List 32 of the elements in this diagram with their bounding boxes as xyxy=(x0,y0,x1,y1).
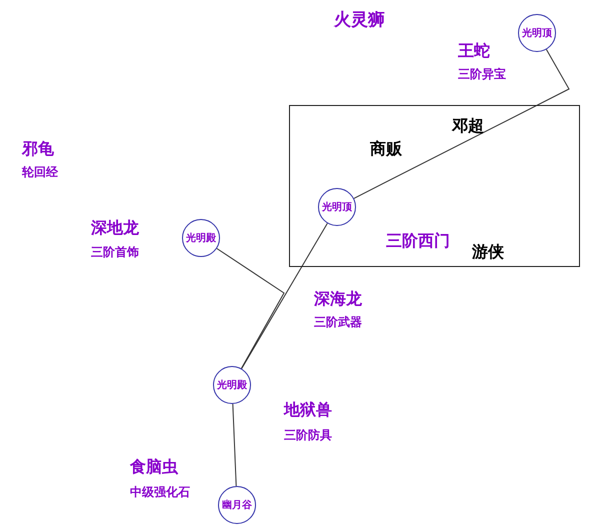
creature-label: 邪龟 xyxy=(22,139,54,160)
node-text: 光明殿 xyxy=(217,378,247,392)
item-label: 三阶异宝 xyxy=(458,66,506,83)
node-text: 光明顶 xyxy=(322,200,352,214)
circle-node xyxy=(182,219,220,257)
item-label: 三阶首饰 xyxy=(91,244,139,261)
node-text: 光明顶 xyxy=(522,26,552,40)
area-text: 游侠 xyxy=(472,242,504,263)
connector-line xyxy=(232,403,237,487)
circle-node xyxy=(218,486,256,524)
creature-label: 深海龙 xyxy=(314,289,362,310)
circle-node xyxy=(518,14,556,52)
item-label: 轮回经 xyxy=(22,164,58,181)
creature-label: 食脑虫 xyxy=(130,457,178,478)
node-text: 光明殿 xyxy=(186,232,216,245)
creature-label: 王蛇 xyxy=(458,41,490,62)
item-label: 中级强化石 xyxy=(130,484,190,501)
circle-node xyxy=(318,188,356,226)
creature-label: 深地龙 xyxy=(91,218,139,239)
connector-line xyxy=(216,248,285,369)
item-label: 三阶武器 xyxy=(314,314,362,331)
item-label: 三阶防具 xyxy=(284,427,332,444)
connector-line xyxy=(353,49,570,199)
area-box xyxy=(289,105,580,267)
area-text: 三阶西门 xyxy=(386,231,450,252)
circle-node xyxy=(213,366,251,404)
node-text: 幽月谷 xyxy=(222,498,252,512)
area-text: 邓超 xyxy=(452,116,484,137)
connector-line xyxy=(241,222,328,370)
creature-label: 火灵狮 xyxy=(334,9,385,31)
creature-label: 地狱兽 xyxy=(284,400,332,421)
area-text: 商贩 xyxy=(370,139,402,160)
